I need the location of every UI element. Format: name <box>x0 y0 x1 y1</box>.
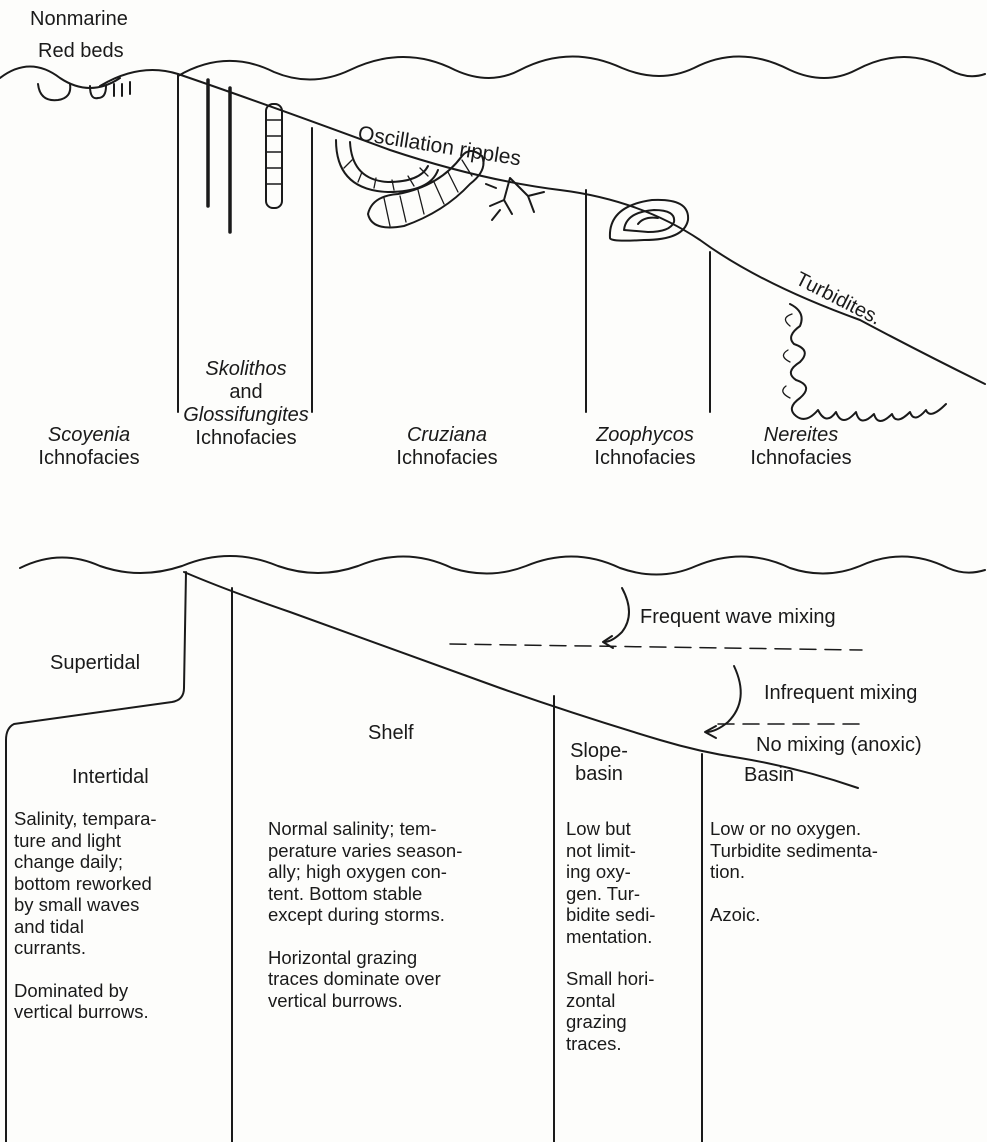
zoophycos-trace <box>610 200 688 241</box>
shelf-line: tent. Bottom stable <box>268 883 552 905</box>
cruziana-branching-trace <box>486 178 544 220</box>
intertidal-line: bottom reworked <box>14 873 228 895</box>
slope-line: Small hori- <box>566 968 700 990</box>
ichnofacies-zoophycos-name: Zoophycos <box>572 424 718 447</box>
slope-line: Low but <box>566 818 700 840</box>
ichnofacies-skolithos-suffix: Ichnofacies <box>164 427 328 450</box>
ichnofacies-scoyenia-suffix: Ichnofacies <box>14 447 164 470</box>
shelf-line: vertical burrows. <box>268 990 552 1012</box>
ichnofacies-nereites-name: Nereites <box>724 424 878 447</box>
ichnofacies-and: and <box>164 381 328 404</box>
basin-line: tion. <box>710 861 980 883</box>
shelf-line: except during storms. <box>268 904 552 926</box>
ichnofacies-skolithos-name: Skolithos <box>164 358 328 381</box>
slope-line: ing oxy- <box>566 861 700 883</box>
sea-surface-waves-top <box>0 56 985 88</box>
ichnofacies-nereites-suffix: Ichnofacies <box>724 447 878 470</box>
intertidal-line: ture and light <box>14 830 228 852</box>
intertidal-line: Salinity, tempara- <box>14 808 228 830</box>
intertidal-description: Salinity, tempara- ture and light change… <box>14 808 228 1023</box>
ichnofacies-skolithos-glossifungites: Skolithos and Glossifungites Ichnofacies <box>164 358 328 450</box>
zone-slope-line1: Slope- <box>564 740 634 763</box>
ichnofacies-cruziana-name: Cruziana <box>372 424 522 447</box>
shelf-line: Horizontal grazing <box>268 947 552 969</box>
zone-slope-line2: basin <box>564 763 634 786</box>
intertidal-line: by small waves <box>14 894 228 916</box>
red-beds-traces <box>38 82 130 100</box>
frequent-mixing-depth-line <box>450 644 862 650</box>
shelf-line: ally; high oxygen con- <box>268 861 552 883</box>
ichnofacies-cruziana-suffix: Ichnofacies <box>372 447 522 470</box>
basin-description: Low or no oxygen. Turbidite sedimenta- t… <box>710 818 980 925</box>
slope-line: mentation. <box>566 926 700 948</box>
zone-slope-basin: Slope- basin <box>564 740 634 786</box>
zone-intertidal: Intertidal <box>72 766 149 789</box>
intertidal-line: currants. <box>14 937 228 959</box>
intertidal-line: vertical burrows. <box>14 1001 228 1023</box>
slope-line: grazing <box>566 1011 700 1033</box>
ichnofacies-zoophycos-suffix: Ichnofacies <box>572 447 718 470</box>
zone-shelf: Shelf <box>368 722 414 745</box>
intertidal-line: Dominated by <box>14 980 228 1002</box>
shelf-description: Normal salinity; tem- perature varies se… <box>268 818 552 1011</box>
slope-line: traces. <box>566 1033 700 1055</box>
ichnofacies-zoophycos: Zoophycos Ichnofacies <box>572 424 718 470</box>
infrequent-mixing-label: Infrequent mixing <box>764 682 917 705</box>
shelf-line: perature varies season- <box>268 840 552 862</box>
frequent-mixing-arrow <box>604 588 629 642</box>
ichnofacies-cruziana: Cruziana Ichnofacies <box>372 424 522 470</box>
infrequent-mixing-arrow <box>706 666 741 732</box>
ichnofacies-glossifungites-name: Glossifungites <box>164 404 328 427</box>
frequent-wave-mixing-label: Frequent wave mixing <box>640 606 836 629</box>
basin-line: Low or no oxygen. <box>710 818 980 840</box>
intertidal-line: and tidal <box>14 916 228 938</box>
ichnofacies-scoyenia-name: Scoyenia <box>14 424 164 447</box>
slope-line: not limit- <box>566 840 700 862</box>
shelf-line: traces dominate over <box>268 968 552 990</box>
no-mixing-label: No mixing (anoxic) <box>756 734 922 757</box>
shelf-line: Normal salinity; tem- <box>268 818 552 840</box>
sea-surface-waves-bottom <box>20 556 985 575</box>
slope-line: zontal <box>566 990 700 1012</box>
nonmarine-label: Nonmarine <box>30 8 128 31</box>
slope-basin-description: Low but not limit- ing oxy- gen. Tur- bi… <box>566 818 700 1054</box>
zone-basin: Basin <box>744 764 794 787</box>
seafloor-profile-top <box>100 70 985 384</box>
cruziana-segmented-burrow <box>368 151 484 228</box>
basin-line: Turbidite sedimenta- <box>710 840 980 862</box>
slope-line: bidite sedi- <box>566 904 700 926</box>
intertidal-line: change daily; <box>14 851 228 873</box>
ichnofacies-nereites: Nereites Ichnofacies <box>724 424 878 470</box>
ichnofacies-scoyenia: Scoyenia Ichnofacies <box>14 424 164 470</box>
zone-supertidal: Supertidal <box>50 652 140 675</box>
basin-line: Azoic. <box>710 904 980 926</box>
slope-line: gen. Tur- <box>566 883 700 905</box>
red-beds-label: Red beds <box>38 40 124 63</box>
